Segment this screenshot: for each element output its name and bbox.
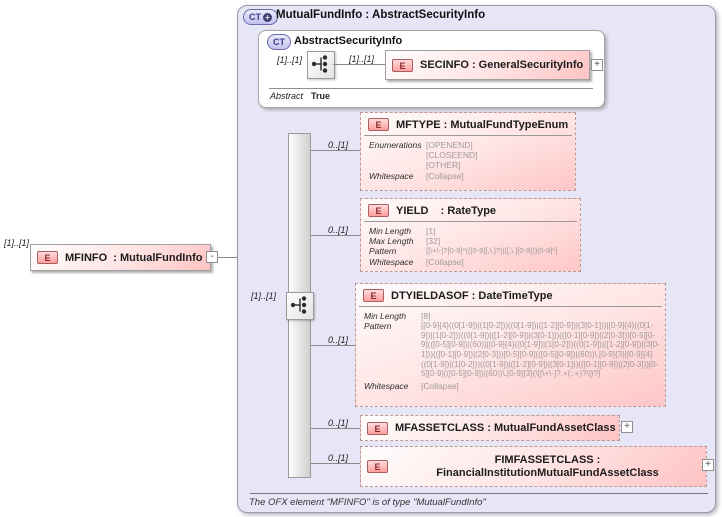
sequence-icon[interactable] xyxy=(286,292,314,320)
complextype-badge: CT+ xyxy=(243,9,278,25)
facet-name: Enumerations xyxy=(369,140,422,150)
element-badge-icon: E xyxy=(367,421,388,435)
divider xyxy=(364,221,577,222)
element-dtyieldasof-label: DTYIELDASOF : DateTimeType xyxy=(391,289,553,302)
element-mftype-label: MFTYPE : MutualFundTypeEnum xyxy=(396,118,569,131)
expand-toggle[interactable]: + xyxy=(702,459,714,471)
element-badge-icon: E xyxy=(367,460,388,473)
facet-name: Min Length xyxy=(369,226,412,236)
complextype-title: MutualFundInfo : AbstractSecurityInfo xyxy=(276,9,486,21)
element-fimfassetclass[interactable]: E FIMFASSETCLASS : FinancialInstitutionM… xyxy=(360,446,707,487)
element-mfassetclass[interactable]: E MFASSETCLASS : MutualFundAssetClass xyxy=(360,415,620,441)
element-mfassetclass-label: MFASSETCLASS : MutualFundAssetClass xyxy=(395,422,616,434)
element-secinfo[interactable]: E SECINFO : GeneralSecurityInfo xyxy=(385,50,590,80)
facet-value: [8] xyxy=(421,311,431,321)
occurrence-label: [1]..[1] xyxy=(277,55,303,65)
element-mftype[interactable]: E MFTYPE : MutualFundTypeEnum Enumeratio… xyxy=(360,112,576,191)
connector-line xyxy=(311,235,360,236)
facet-value: [Collapse] xyxy=(421,380,459,391)
abstract-property-name: Abstract xyxy=(270,91,304,101)
expand-toggle[interactable]: + xyxy=(621,421,633,433)
connector-line xyxy=(311,428,360,429)
element-yield-label: YIELD : RateType xyxy=(396,204,497,217)
facet-value: [[\+\-]?[0-9]*(([0-9][,\.]?)|([,\.][0-9]… xyxy=(426,246,558,256)
connector-line xyxy=(333,64,385,65)
sequence-icon[interactable] xyxy=(307,51,335,79)
divider xyxy=(359,306,662,307)
facet-name: Max Length xyxy=(369,236,414,247)
element-yield[interactable]: E YIELD : RateType Min Length [1] Max Len… xyxy=(360,198,581,272)
element-badge-icon: E xyxy=(37,251,58,264)
occurrence-label: 0..[1] xyxy=(328,418,349,428)
facet-name: Pattern xyxy=(364,321,392,332)
occurrence-label: 0..[1] xyxy=(328,140,349,150)
facet-name: Pattern xyxy=(369,246,397,257)
facet-value: [32] xyxy=(426,236,441,247)
collapse-toggle[interactable]: - xyxy=(206,251,218,263)
ct-badge-label: CT xyxy=(249,12,261,22)
element-fimfassetclass-label: FIMFASSETCLASS : FinancialInstitutionMut… xyxy=(436,453,659,479)
connector-line xyxy=(311,345,355,346)
element-mfinfo-label: MFINFO : MutualFundInfo xyxy=(65,251,203,264)
derived-plus-icon: + xyxy=(263,12,272,22)
occurrence-label: 0..[1] xyxy=(328,225,349,235)
facet-value: [CLOSEEND] xyxy=(426,150,478,161)
facet-value: [Collapse] xyxy=(426,256,464,267)
facet-value: [OTHER] xyxy=(426,160,461,171)
occurrence-label: 0..[1] xyxy=(328,453,349,463)
sequence-occurrence-label: [1]..[1] xyxy=(251,291,277,301)
basetype-badge: CT xyxy=(267,34,291,50)
connector-line xyxy=(311,150,360,151)
element-badge-icon: E xyxy=(368,204,389,217)
connector-line xyxy=(311,463,360,464)
annotation-text: The OFX element "MFINFO" is of type "Mut… xyxy=(249,497,486,508)
sequence-icon-glyph xyxy=(311,55,328,73)
element-badge-icon: E xyxy=(368,118,389,131)
facet-name: Whitespace xyxy=(369,256,414,267)
facet-value: [Collapse] xyxy=(426,170,464,181)
element-badge-icon: E xyxy=(363,289,384,302)
element-mfinfo[interactable]: E MFINFO : MutualFundInfo xyxy=(30,244,211,271)
facet-name: Min Length xyxy=(364,311,407,321)
occurrence-label: [1]..[1] xyxy=(349,54,375,64)
divider xyxy=(364,135,572,136)
basetype-title: AbstractSecurityInfo xyxy=(294,35,403,47)
occurrence-label: 0..[1] xyxy=(328,335,349,345)
facet-value: [OPENEND] xyxy=(426,140,473,150)
element-dtyieldasof[interactable]: E DTYIELDASOF : DateTimeType Min Length [… xyxy=(355,283,666,407)
facet-value: [1] xyxy=(426,226,436,236)
facet-name: Whitespace xyxy=(364,380,409,391)
element-badge-icon: E xyxy=(392,58,413,72)
root-occurrence-label: [1]..[1] xyxy=(4,238,30,248)
facet-name: Whitespace xyxy=(369,170,414,181)
connector-line xyxy=(218,257,249,258)
expand-toggle[interactable]: + xyxy=(591,59,603,71)
divider xyxy=(250,493,708,494)
element-secinfo-label: SECINFO : GeneralSecurityInfo xyxy=(420,59,584,71)
sequence-icon-glyph xyxy=(290,296,307,314)
abstract-property-value: True xyxy=(311,91,331,101)
divider xyxy=(269,88,593,89)
facet-value: [[0-9]{4}((0[1-9])|(1[0-2]))((0[1-9])|([… xyxy=(421,321,660,379)
ct-badge-label: CT xyxy=(273,37,285,47)
